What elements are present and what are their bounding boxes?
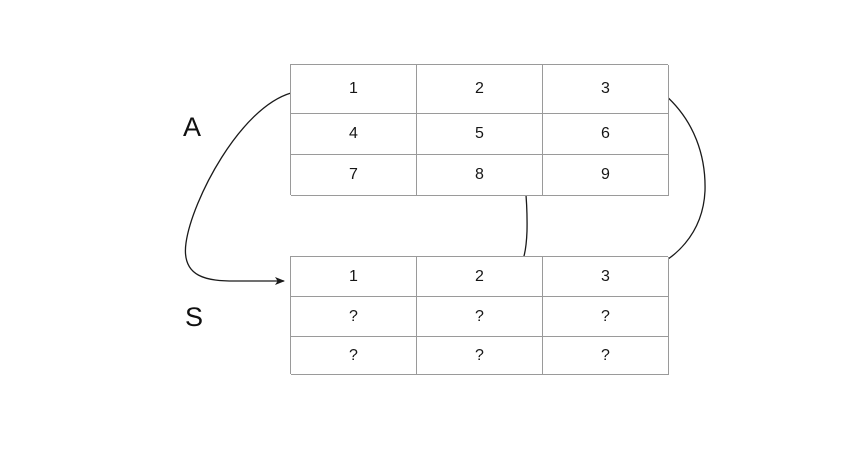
matrix-a-grid: 1 2 3 4 5 6 7 8 9 (290, 64, 669, 196)
matrix-a-cell-1-2: 6 (543, 114, 669, 155)
matrix-a-cell-2-2: 9 (543, 155, 669, 196)
matrix-s-cell-2-0: ? (291, 337, 417, 375)
matrix-s-cell-1-2: ? (543, 297, 669, 337)
matrix-a-label: A (183, 112, 202, 142)
matrix-a-cell-0-1: 2 (417, 65, 543, 114)
matrix-s-cell-0-2: 3 (543, 257, 669, 297)
matrix-s-cell-1-1: ? (417, 297, 543, 337)
matrix-a-cell-1-0: 4 (291, 114, 417, 155)
matrix-a-cell-0-2: 3 (543, 65, 669, 114)
matrix-s-cell-1-0: ? (291, 297, 417, 337)
matrix-a-cell-2-0: 7 (291, 155, 417, 196)
matrix-s-cell-0-1: 2 (417, 257, 543, 297)
arrow-col1-path (184, 92, 292, 285)
matrix-a-cell-0-0: 1 (291, 65, 417, 114)
matrix-s-grid: 1 2 3 ? ? ? ? ? ? (290, 256, 669, 375)
arrow-col1 (184, 92, 292, 285)
matrix-s-cell-0-0: 1 (291, 257, 417, 297)
matrix-s-label: S (185, 302, 204, 332)
matrix-a-cell-2-1: 8 (417, 155, 543, 196)
matrix-s-cell-2-2: ? (543, 337, 669, 375)
matrix-s-cell-2-1: ? (417, 337, 543, 375)
matrix-a-cell-1-1: 5 (417, 114, 543, 155)
